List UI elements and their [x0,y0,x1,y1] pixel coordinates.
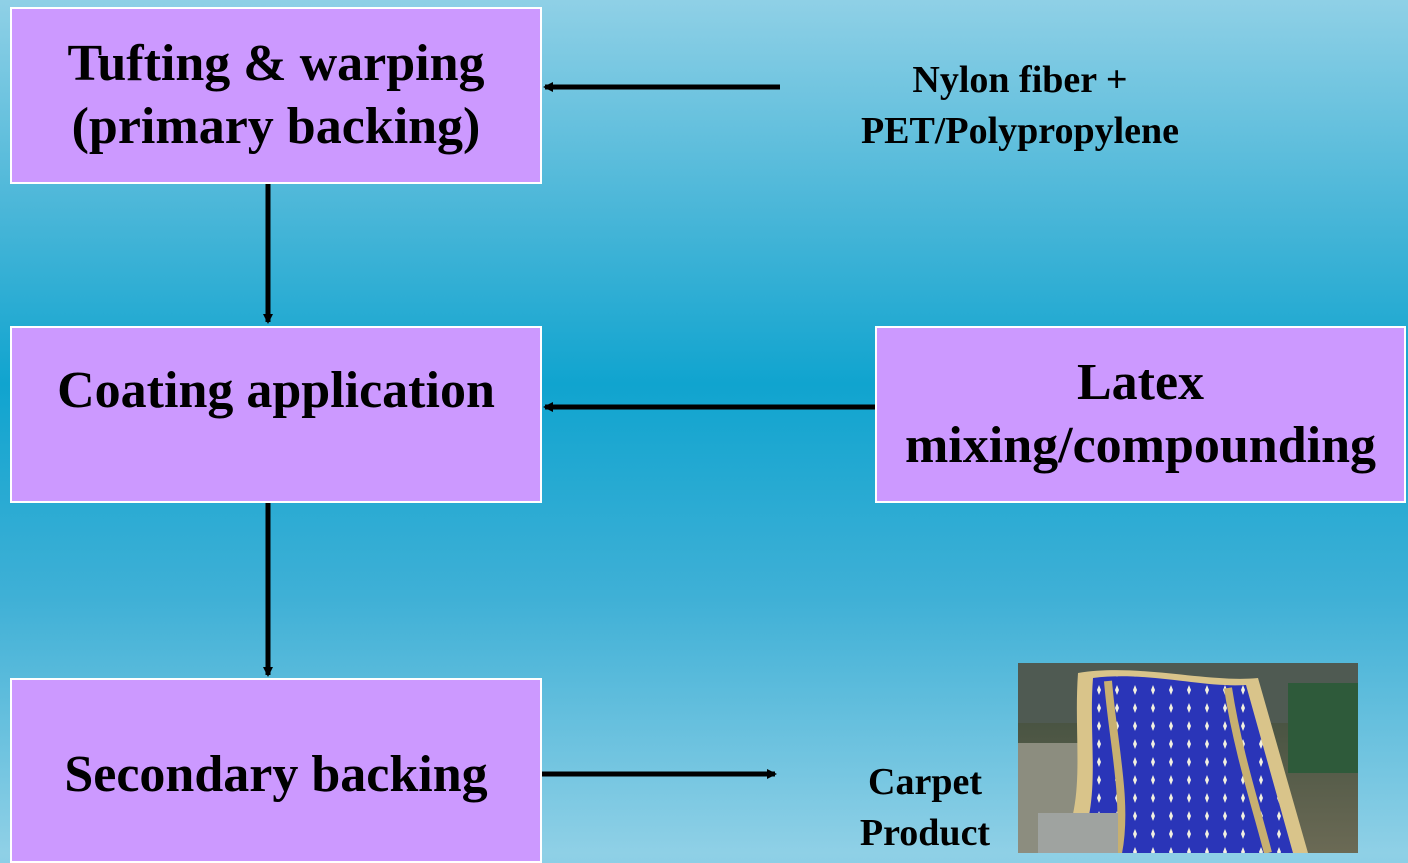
fiber-line-2: PET/Polypropylene [860,109,1180,152]
secondary-label: Secondary backing [64,746,488,803]
tufting-line-2: (primary backing) [71,97,481,155]
nylon-fiber-input: Nylon fiber + PET/Polypropylene [820,55,1220,156]
carpet-product-label: Carpet Product [835,757,1015,858]
tufting-warping-box: Tufting & warping (primary backing) [10,7,542,184]
carpet-photo [1018,663,1358,853]
product-line-1: Carpet [868,761,982,803]
fiber-line-1: Nylon fiber + [912,59,1128,101]
product-line-2: Product [859,811,991,854]
tufting-line-1: Tufting & warping [67,35,485,93]
coating-application-box: Coating application [10,326,542,503]
coating-label: Coating application [57,362,495,419]
latex-line-2: mixing/compounding [904,416,1377,474]
secondary-backing-box: Secondary backing [10,678,542,863]
latex-line-1: Latex [1076,354,1205,412]
latex-mixing-box: Latex mixing/compounding [875,326,1406,503]
